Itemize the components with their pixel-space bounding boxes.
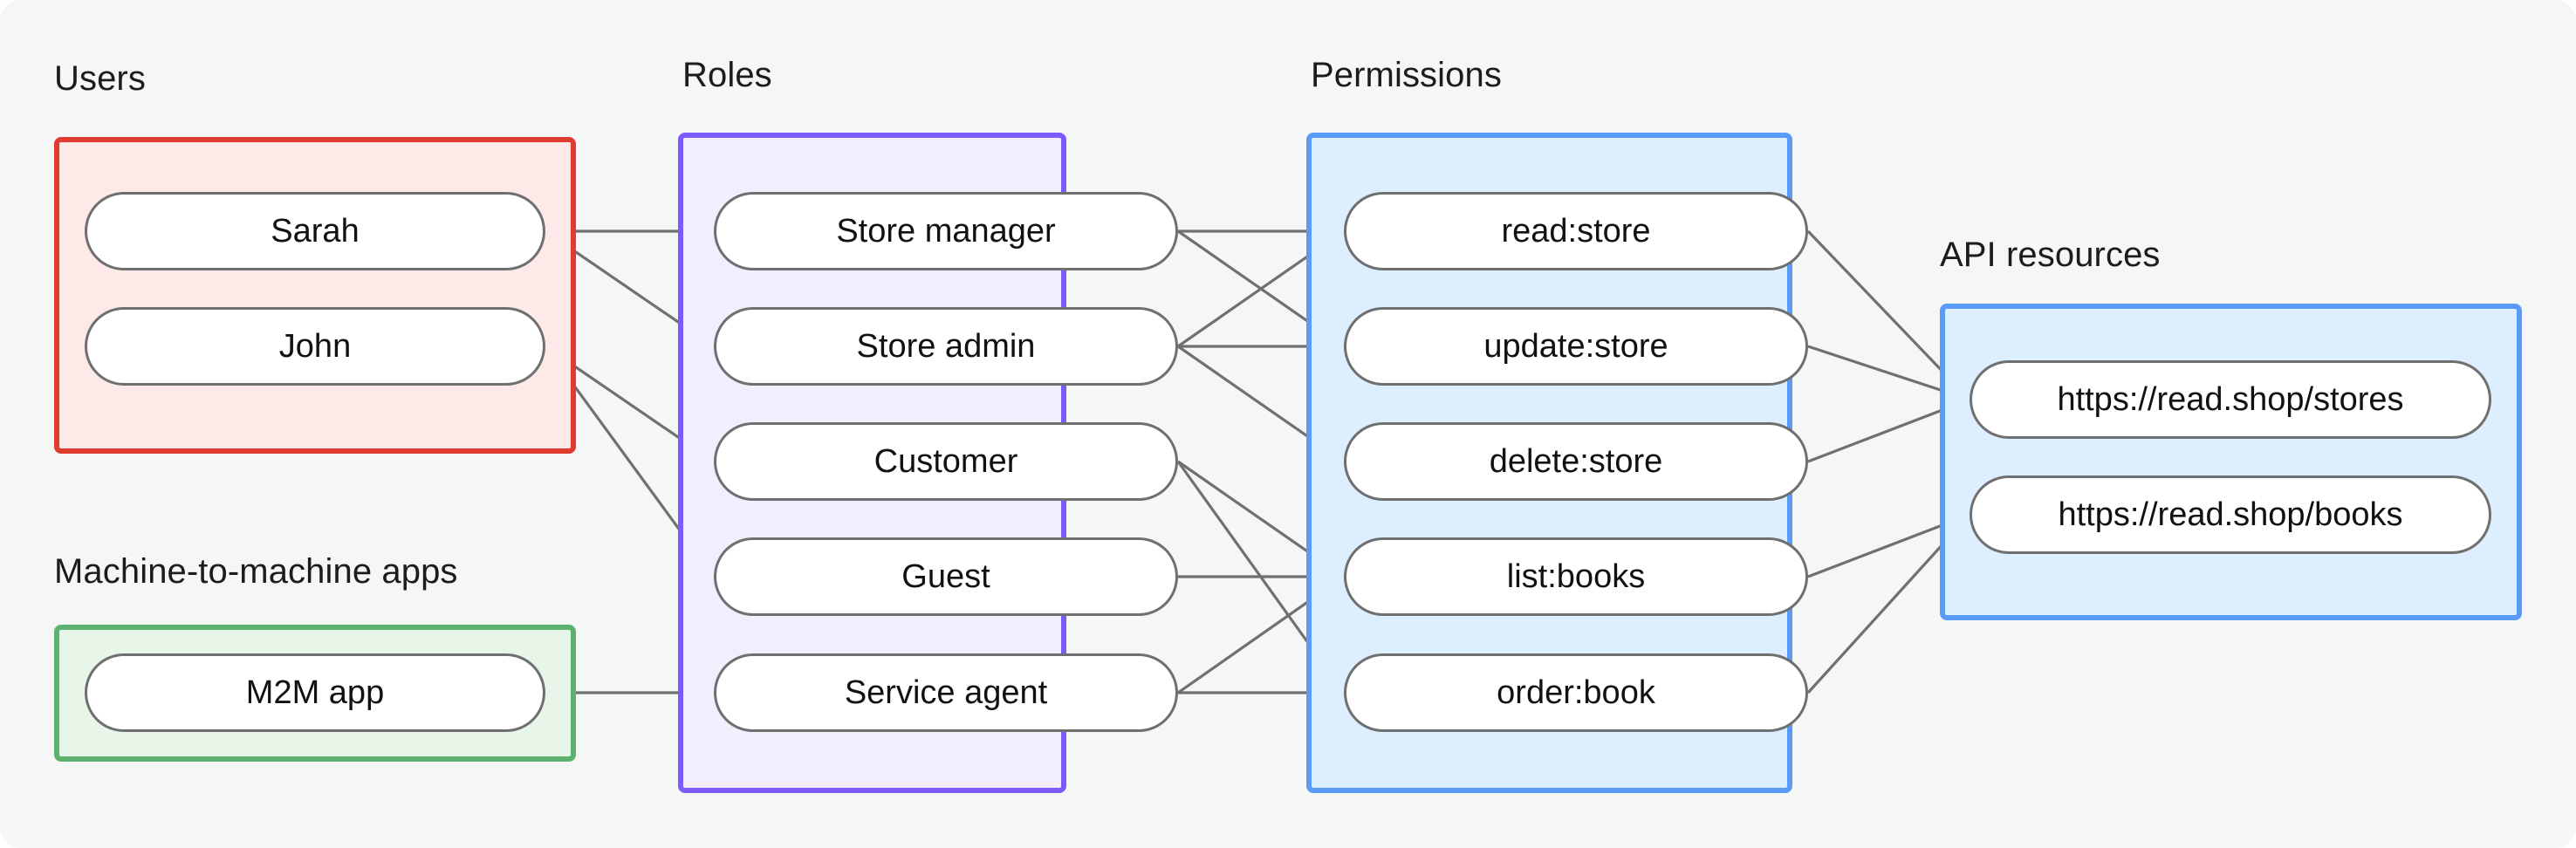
node-label: Store admin (856, 327, 1036, 365)
node-label: Sarah (271, 212, 360, 250)
node-label: Customer (874, 442, 1018, 480)
node-label: delete:store (1489, 442, 1663, 480)
node-label: https://read.shop/stores (2057, 380, 2404, 418)
node-svc[interactable]: Service agent (714, 653, 1178, 732)
node-pdel[interactable]: delete:store (1344, 422, 1808, 501)
node-label: update:store (1483, 327, 1668, 365)
node-rbooks[interactable]: https://read.shop/books (1970, 475, 2491, 554)
node-sadm[interactable]: Store admin (714, 307, 1178, 386)
node-pordr[interactable]: order:book (1344, 653, 1808, 732)
node-guest[interactable]: Guest (714, 537, 1178, 616)
node-label: Service agent (844, 674, 1048, 711)
group-label-roles: Roles (682, 56, 772, 94)
node-label: Guest (901, 557, 990, 595)
node-rstores[interactable]: https://read.shop/stores (1970, 360, 2491, 439)
node-cust[interactable]: Customer (714, 422, 1178, 501)
node-label: list:books (1506, 557, 1646, 595)
node-pread[interactable]: read:store (1344, 192, 1808, 270)
node-m2mapp[interactable]: M2M app (85, 653, 545, 732)
node-smgr[interactable]: Store manager (714, 192, 1178, 270)
group-box-users (54, 137, 576, 454)
node-label: https://read.shop/books (2058, 496, 2403, 533)
node-label: order:book (1497, 674, 1655, 711)
node-sarah[interactable]: Sarah (85, 192, 545, 270)
node-pupd[interactable]: update:store (1344, 307, 1808, 386)
node-label: M2M app (245, 674, 385, 711)
node-plist[interactable]: list:books (1344, 537, 1808, 616)
group-box-api (1940, 304, 2522, 620)
group-label-m2m: Machine-to-machine apps (54, 552, 458, 591)
node-john[interactable]: John (85, 307, 545, 386)
group-label-users: Users (54, 59, 146, 98)
node-label: read:store (1501, 212, 1651, 250)
node-label: John (278, 327, 352, 365)
node-label: Store manager (836, 212, 1056, 250)
group-label-permissions: Permissions (1311, 56, 1502, 94)
group-label-api: API resources (1940, 236, 2161, 274)
